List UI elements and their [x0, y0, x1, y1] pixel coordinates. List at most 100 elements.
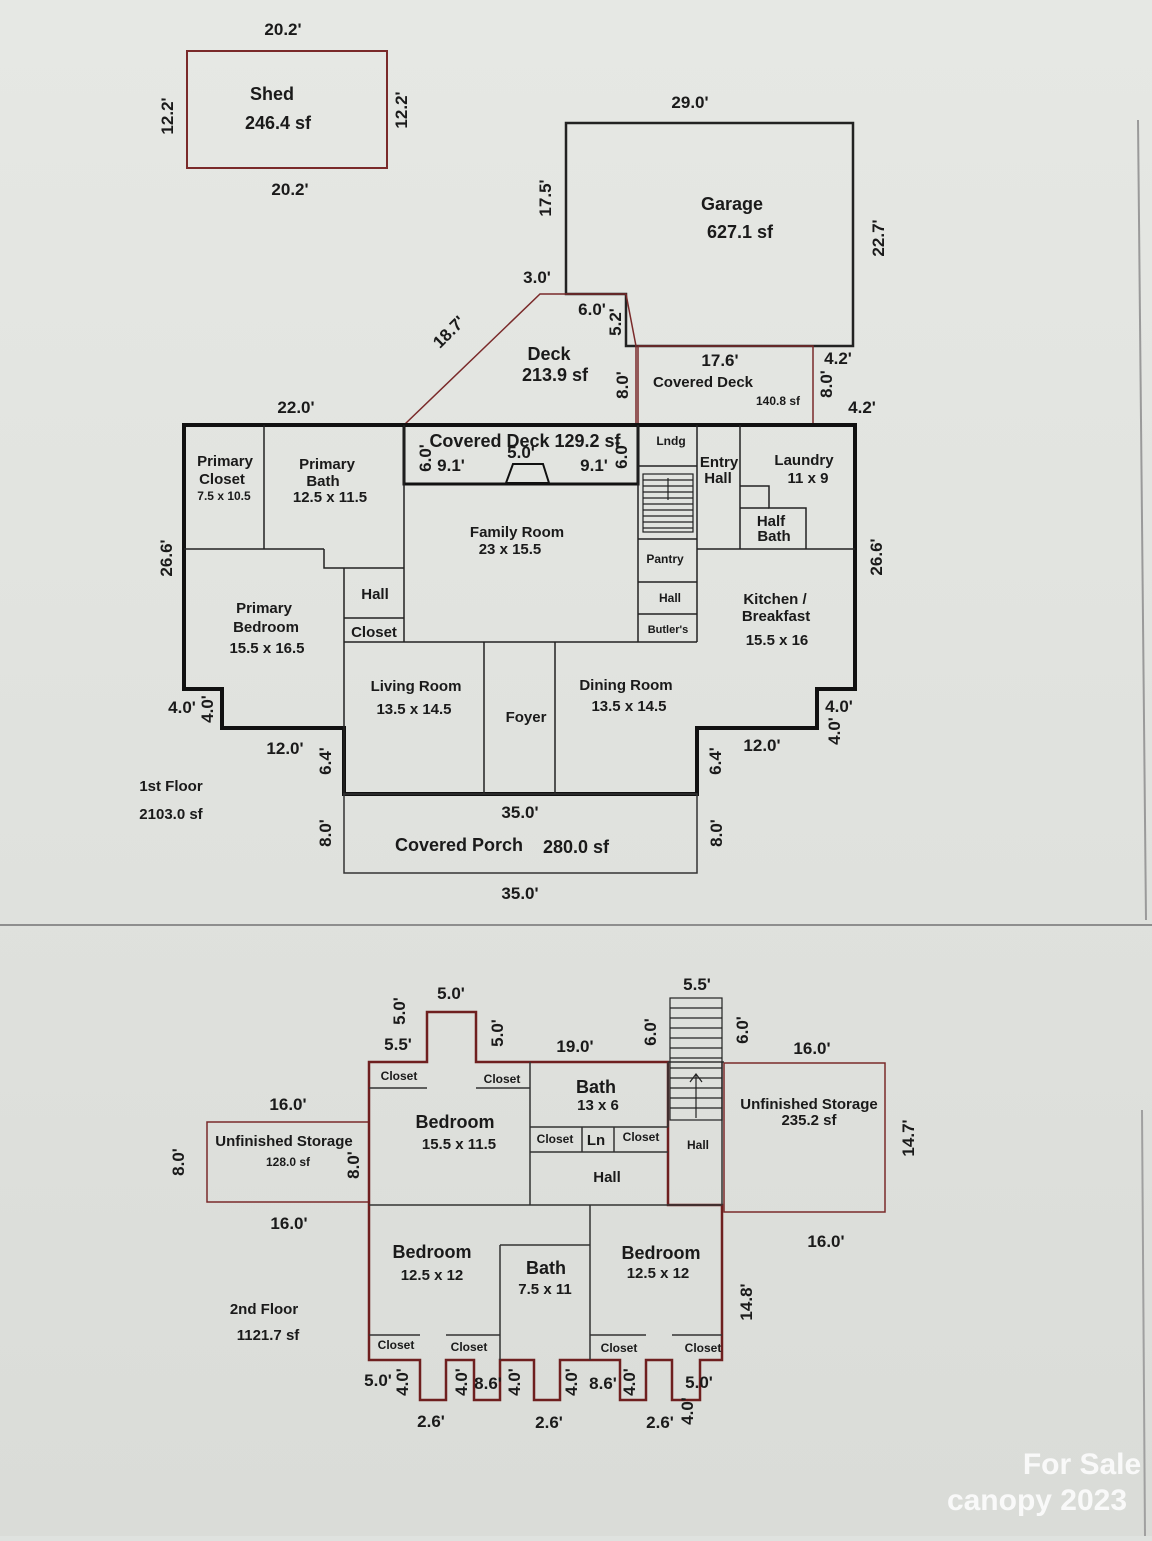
- closet-br-2: Closet: [685, 1341, 722, 1355]
- linen-label: Ln: [587, 1132, 605, 1149]
- family-room-name: Family Room: [470, 524, 564, 541]
- laundry-size: 11 x 9: [788, 470, 829, 487]
- primary-closet-size: 7.5 x 10.5: [197, 489, 251, 503]
- storage-right-width-bottom: 16.0': [807, 1232, 844, 1251]
- second-floor-interior-walls: [369, 1061, 724, 1360]
- covered-deck-back-e: 6.0': [612, 441, 631, 469]
- bath-mid-size: 7.5 x 11: [518, 1281, 571, 1298]
- kitchen-name2: Breakfast: [742, 608, 810, 625]
- deck-diagonal: 18.7': [429, 312, 469, 352]
- storage-left-height-left: 8.0': [169, 1148, 188, 1176]
- shed-area: 246.4 sf: [245, 113, 312, 133]
- dim-bl-a: 4.0': [168, 698, 196, 717]
- primary-bedroom-name2: Bedroom: [233, 619, 299, 636]
- covered-deck-back-b: 5.0': [507, 443, 535, 462]
- dim2-stair-h-left: 6.0': [641, 1018, 660, 1046]
- garage-seg-b: 6.0': [578, 300, 606, 319]
- closet-top-left: Closet: [381, 1069, 418, 1083]
- first-floor-interior-walls: [184, 425, 855, 794]
- dim2-b4: 8.6': [474, 1374, 502, 1393]
- covered-deck-right-a: 4.2': [824, 349, 852, 368]
- bedroom-br-size: 12.5 x 12: [627, 1265, 690, 1282]
- deck-outline: [402, 293, 637, 426]
- bath-top-name: Bath: [576, 1077, 616, 1097]
- covered-deck-right-width: 17.6': [701, 351, 738, 370]
- fireplace-icon: [504, 463, 551, 484]
- dim-right-height: 26.6': [867, 538, 886, 575]
- dining-room-size: 13.5 x 14.5: [591, 698, 666, 715]
- dim2-stair-width: 5.5': [683, 975, 711, 994]
- shed-name: Shed: [250, 84, 294, 104]
- primary-bath-size: 12.5 x 11.5: [293, 489, 367, 506]
- first-floor-stairs: [642, 473, 694, 533]
- primary-closet-name1: Primary: [197, 453, 254, 470]
- closet-bl-2: Closet: [451, 1340, 488, 1354]
- covered-deck-right-b: 4.2': [848, 398, 876, 417]
- storage-left-width-top: 16.0': [269, 1095, 306, 1114]
- primary-bath-name2: Bath: [306, 473, 339, 490]
- bedroom-top-name: Bedroom: [415, 1112, 494, 1132]
- dim2-right-height: 14.8': [737, 1283, 756, 1320]
- dim2-nook-width: 5.0': [437, 984, 465, 1003]
- closet-bath-right: Closet: [623, 1130, 660, 1144]
- dim2-mid-top: 19.0': [556, 1037, 593, 1056]
- first-floor-total: 2103.0 sf: [139, 806, 203, 823]
- dim2-stair-h-right: 6.0': [733, 1016, 752, 1044]
- butlers-label: Butler's: [648, 624, 689, 636]
- dim2-b1: 5.0': [364, 1371, 392, 1390]
- primary-bath-name1: Primary: [299, 456, 356, 473]
- hall-stairs-label: Hall: [687, 1138, 709, 1152]
- family-room-size: 23 x 15.5: [479, 541, 542, 558]
- dim2-nook-h-right: 5.0': [488, 1019, 507, 1047]
- bedroom-top-size: 15.5 x 11.5: [422, 1136, 496, 1153]
- shed-width-top: 20.2': [264, 20, 301, 39]
- half-bath-name2: Bath: [757, 528, 790, 545]
- garage-width: 29.0': [671, 93, 708, 112]
- dim2-b10: 4.0': [678, 1397, 697, 1425]
- primary-closet-name2: Closet: [199, 471, 245, 488]
- storage-left-width-bottom: 16.0': [270, 1214, 307, 1233]
- storage-right-outline: [723, 1062, 886, 1213]
- laundry-name: Laundry: [774, 452, 834, 469]
- primary-bedroom-size: 15.5 x 16.5: [229, 640, 304, 657]
- dim2-b2: 4.0': [393, 1368, 412, 1396]
- porch-height-right: 8.0': [707, 819, 726, 847]
- deck-area: 213.9 sf: [522, 365, 589, 385]
- garage-area: 627.1 sf: [707, 222, 774, 242]
- half-bath-name1: Half: [757, 513, 786, 530]
- dining-room-name: Dining Room: [579, 677, 672, 694]
- dim2-nook-h-left: 5.0': [390, 997, 409, 1025]
- porch-name: Covered Porch: [395, 835, 523, 855]
- dim-bl-b: 4.0': [198, 695, 217, 723]
- closet-bl-1: Closet: [378, 1338, 415, 1352]
- porch-height-left: 8.0': [316, 819, 335, 847]
- living-room-size: 13.5 x 14.5: [376, 701, 451, 718]
- bedroom-br-name: Bedroom: [621, 1243, 700, 1263]
- dim2-b8: 4.0': [620, 1368, 639, 1396]
- foyer-label: Foyer: [506, 709, 547, 726]
- porch-width-bottom: 35.0': [501, 884, 538, 903]
- primary-bedroom-name1: Primary: [236, 600, 293, 617]
- covered-deck-back-c: 9.1': [437, 456, 465, 475]
- pantry-label: Pantry: [646, 552, 684, 566]
- shed-width-bottom: 20.2': [271, 180, 308, 199]
- deck-name: Deck: [527, 344, 571, 364]
- storage-right-area: 235.2 sf: [781, 1112, 837, 1129]
- bath-top-size: 13 x 6: [577, 1097, 619, 1114]
- hall-label: Hall: [361, 586, 389, 603]
- dim-br-b: 4.0': [825, 717, 844, 745]
- hall-upper-label: Hall: [593, 1169, 621, 1186]
- garage-name: Garage: [701, 194, 763, 214]
- watermark-line2: canopy 2023: [947, 1484, 1127, 1517]
- storage-right-width-top: 16.0': [793, 1039, 830, 1058]
- dim-br-d: 6.4': [706, 747, 725, 775]
- dim-left-height: 26.6': [157, 539, 176, 576]
- second-floor-outline: [367, 1010, 724, 1402]
- garage-seg-c: 5.2': [606, 308, 625, 336]
- dim2-b6: 4.0': [562, 1368, 581, 1396]
- shed-outline: [186, 50, 388, 169]
- covered-deck-back-a: 6.0': [416, 444, 435, 472]
- dim2-p1: 2.6': [417, 1412, 445, 1431]
- watermark-line1: For Sale: [1023, 1448, 1141, 1481]
